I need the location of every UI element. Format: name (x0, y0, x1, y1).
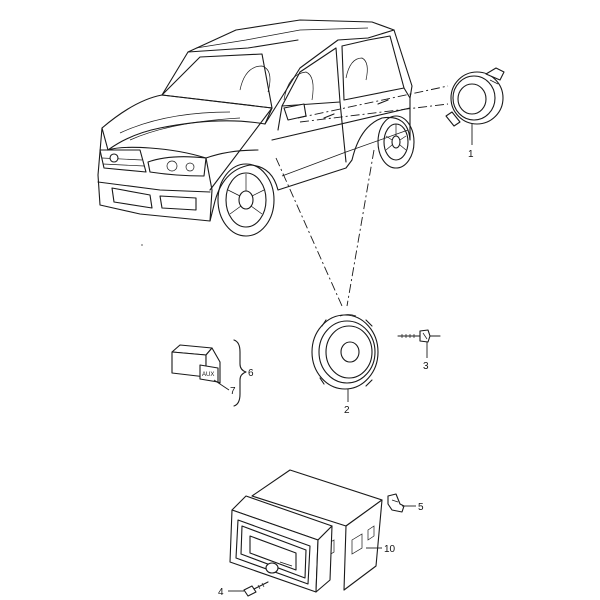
tweeter-speaker-icon (445, 67, 505, 127)
callout-6-label: 6 (248, 368, 254, 379)
group-brace-6: 6 (233, 339, 254, 407)
callout-10: 10 (366, 544, 396, 555)
guide-line-rear-door-to-speaker (346, 149, 375, 307)
screw-icon (397, 329, 441, 343)
guide-lines (275, 85, 449, 307)
door-speaker-icon (311, 314, 379, 390)
callout-7-label: 7 (230, 386, 236, 397)
callout-1-label: 1 (468, 149, 474, 160)
aux-socket-label: AUX (202, 372, 214, 378)
guide-line-mirror-to-tweeter-lower (299, 103, 449, 123)
aux-socket-icon: AUX (171, 344, 221, 384)
callout-7: 7 (213, 379, 236, 397)
screw-icon-radio (243, 581, 269, 597)
guide-line-mirror-to-tweeter (297, 85, 449, 119)
callout-5: 5 (402, 502, 424, 513)
callout-1: 1 (468, 124, 474, 160)
guide-line-door-to-speaker (275, 157, 343, 307)
clip-icon (387, 493, 405, 513)
car-illustration-icon (97, 19, 415, 246)
callout-3-label: 3 (423, 361, 429, 372)
callout-5-label: 5 (418, 502, 424, 513)
callout-2: 2 (344, 389, 350, 416)
callout-10-label: 10 (384, 544, 396, 555)
callout-3: 3 (423, 342, 429, 372)
radio-unit-icon (229, 469, 383, 593)
callout-4: 4 (218, 587, 244, 598)
callout-2-label: 2 (344, 405, 350, 416)
callout-4-label: 4 (218, 587, 224, 598)
